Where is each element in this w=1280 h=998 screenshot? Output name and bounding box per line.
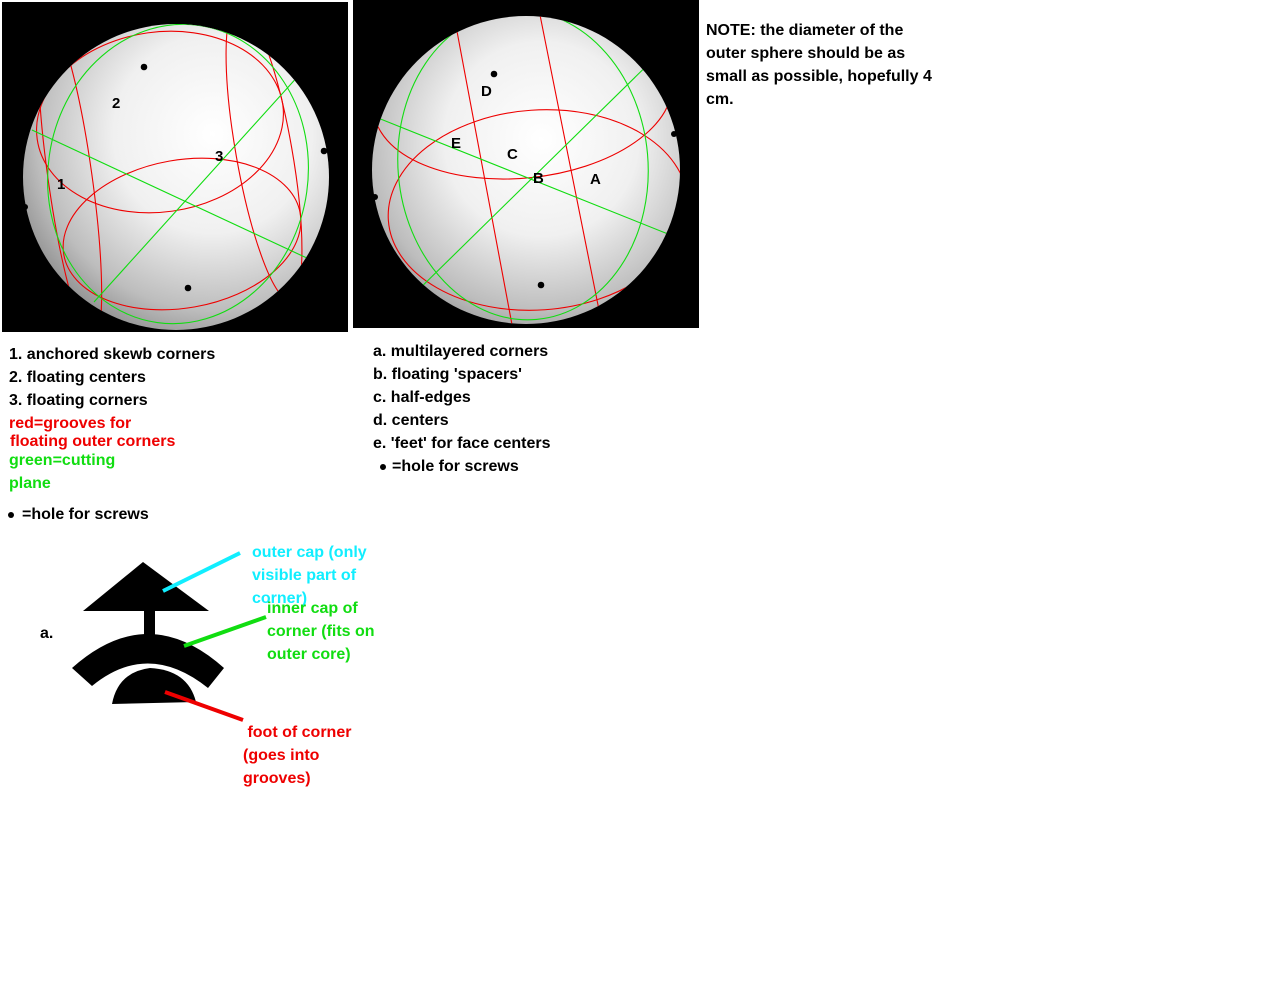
- legend-green-line: green=cutting: [9, 452, 116, 469]
- legend-item: 2. floating centers: [9, 369, 146, 386]
- corner-stem: [144, 610, 155, 638]
- cutting-plane: [397, 16, 649, 321]
- hole-bullet-icon: [8, 511, 14, 518]
- legend-hole: =hole for screws: [380, 455, 519, 478]
- screw-hole: [320, 147, 328, 155]
- right-sphere-panel: D E C B A: [353, 0, 699, 328]
- left-sphere: [23, 24, 329, 330]
- legend-item: d. centers: [373, 412, 449, 429]
- legend-item: 3. floating corners: [9, 392, 148, 409]
- sphere-label: B: [533, 170, 544, 187]
- legend-green-line: plane: [9, 475, 51, 492]
- sphere-label: E: [451, 135, 461, 152]
- corner-diagram-label: a.: [40, 625, 54, 642]
- screw-hole: [140, 63, 148, 71]
- cutting-plane: [407, 39, 674, 301]
- screw-hole: [671, 131, 677, 137]
- note-line: NOTE: the diameter of the: [706, 22, 904, 39]
- left-sphere-panel: 2 3 1: [2, 2, 348, 332]
- legend-item: b. floating 'spacers': [373, 366, 522, 383]
- note-line: small as possible, hopefully 4: [706, 68, 932, 85]
- cutting-plane: [377, 117, 680, 243]
- groove-ring: [37, 24, 103, 330]
- hole-bullet-icon: [380, 463, 386, 470]
- annotation-line: outer cap (only: [252, 544, 367, 561]
- sphere-label: D: [481, 83, 492, 100]
- note-line: cm.: [706, 91, 734, 108]
- legend-hole-text: =hole for screws: [22, 506, 149, 523]
- inner-cap-pointer: [183, 615, 267, 648]
- annotation-line: foot of corner: [243, 724, 352, 741]
- legend-red-line: red=grooves for: [9, 415, 132, 432]
- annotation-line: corner): [252, 590, 308, 607]
- groove-ring: [536, 16, 604, 324]
- cutting-plane: [31, 129, 325, 267]
- annotation-line: (goes into: [243, 747, 320, 764]
- legend-hole: =hole for screws: [8, 503, 149, 526]
- foot-pointer: [164, 690, 244, 722]
- annotation-line: corner (fits on: [267, 623, 375, 640]
- note-line: outer sphere should be as: [706, 45, 906, 62]
- right-sphere: [372, 16, 680, 324]
- annotation-line: grooves): [243, 770, 311, 787]
- legend-item: a. multilayered corners: [373, 343, 549, 360]
- right-sphere-svg: D E C B A: [372, 16, 680, 324]
- screw-hole: [490, 70, 498, 78]
- inner-cap-shape: [72, 634, 224, 688]
- sphere-label: 3: [215, 148, 223, 165]
- screw-hole: [22, 204, 28, 210]
- groove-ring: [387, 109, 680, 311]
- annotation-line: visible part of: [252, 567, 357, 584]
- legend-item: e. 'feet' for face centers: [373, 435, 551, 452]
- legend-red-line: floating outer corners: [10, 433, 176, 450]
- annotation-line: inner cap of: [267, 600, 358, 617]
- legend-item: 1. anchored skewb corners: [9, 346, 216, 363]
- groove-ring: [452, 16, 514, 324]
- cutting-plane: [93, 73, 301, 303]
- screw-hole: [184, 284, 192, 292]
- screw-hole: [537, 281, 545, 289]
- sphere-label: 1: [57, 176, 65, 193]
- outer-cap-pointer: [162, 551, 241, 593]
- outer-cap-shape: [83, 562, 209, 611]
- screw-hole: [372, 194, 378, 200]
- legend-hole-text: =hole for screws: [392, 458, 519, 475]
- sphere-label: 2: [112, 95, 120, 112]
- corner-diagram: [72, 551, 267, 722]
- left-sphere-svg: 2 3 1: [22, 24, 329, 330]
- annotation-line: outer core): [267, 646, 351, 663]
- sphere-label: A: [590, 171, 601, 188]
- legend-item: c. half-edges: [373, 389, 471, 406]
- sphere-label: C: [507, 146, 518, 163]
